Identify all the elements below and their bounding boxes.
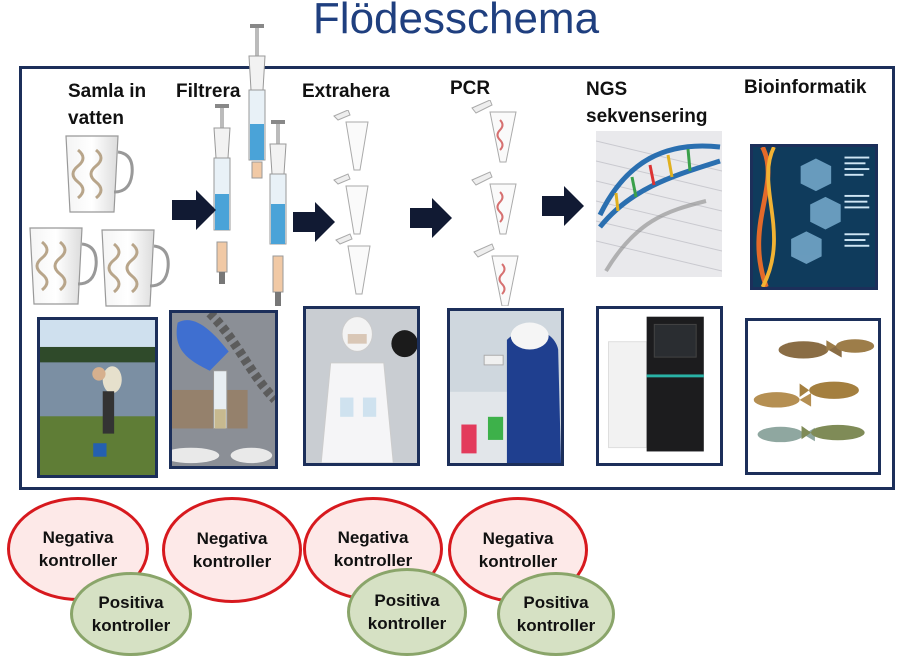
negative-control-oval: Negativa kontroller	[162, 497, 302, 603]
step-label-filter: Filtrera	[176, 78, 240, 105]
positive-control-oval: Positiva kontroller	[347, 568, 467, 656]
control-label: kontroller	[333, 551, 413, 570]
bioinformatics-image	[750, 144, 878, 290]
pitcher-icon	[101, 229, 170, 307]
control-label: Negativa	[196, 529, 268, 548]
control-label: Negativa	[337, 528, 409, 547]
arrow-right-icon	[542, 186, 584, 226]
tube-icon	[473, 243, 519, 306]
syringe-icon	[269, 120, 287, 306]
control-label: kontroller	[367, 614, 447, 633]
syringe-icon	[213, 104, 231, 284]
extraction-tubes-icon	[333, 110, 371, 295]
arrow-right-icon	[293, 202, 335, 242]
water-pitchers-icon	[29, 135, 170, 307]
step-label-line: sekvensering	[586, 106, 708, 127]
flowchart-frame	[19, 66, 895, 490]
tube-icon	[333, 173, 369, 235]
fish-icon	[799, 381, 859, 399]
dna-helix-image	[596, 131, 722, 277]
page-title: Flödesschema	[312, 0, 600, 43]
lake-sampling-photo	[37, 317, 158, 478]
step-label-bioinformatics: Bioinformatik	[744, 74, 866, 101]
syringes-icon	[213, 24, 287, 306]
tube-icon	[335, 233, 371, 295]
syringe-icon	[248, 24, 266, 179]
control-label: kontroller	[516, 616, 596, 635]
arrow-right-icon	[410, 198, 452, 238]
control-label: kontroller	[192, 552, 272, 571]
sequencer-photo	[596, 306, 723, 466]
control-label: Negativa	[482, 529, 554, 548]
tube-icon	[471, 100, 517, 163]
pitcher-icon	[29, 227, 98, 305]
pcr-tubes-icon	[471, 100, 519, 306]
positive-control-oval: Positiva kontroller	[497, 572, 615, 656]
negative-control-oval: Negativa kontroller	[7, 497, 149, 601]
control-label: Positiva	[98, 593, 164, 612]
tube-icon	[333, 110, 369, 171]
fish-species-photo	[745, 318, 881, 475]
fish-icon	[801, 424, 865, 441]
fish-icon	[753, 392, 812, 408]
control-label: kontroller	[478, 552, 558, 571]
pitcher-icon	[65, 135, 134, 213]
positive-control-oval: Positiva kontroller	[70, 572, 192, 656]
arrow-right-icon	[172, 190, 216, 230]
step-label-pcr: PCR	[450, 75, 490, 102]
step-label-line: vatten	[68, 108, 124, 129]
step-label-line: Samla in	[68, 81, 147, 102]
control-label: kontroller	[38, 551, 118, 570]
control-label: Negativa	[42, 528, 114, 547]
step-label-line: PCR	[450, 78, 491, 99]
step-label-line: Extrahera	[302, 81, 390, 102]
control-label: Positiva	[523, 593, 589, 612]
tube-icon	[471, 171, 517, 235]
pcr-lab-photo	[447, 308, 564, 466]
step-label-ngs: NGS sekvensering	[586, 76, 707, 130]
filtering-photo	[169, 310, 278, 469]
step-label-collect: Samla in vatten	[68, 78, 146, 132]
fish-icon	[826, 339, 875, 353]
step-label-line: Bioinformatik	[744, 77, 867, 98]
control-label: Positiva	[374, 591, 440, 610]
control-label: kontroller	[91, 616, 171, 635]
step-label-line: Filtrera	[176, 81, 241, 102]
step-label-extract: Extrahera	[302, 78, 390, 105]
cleanroom-suit-photo	[303, 306, 420, 466]
step-label-line: NGS	[586, 79, 628, 100]
